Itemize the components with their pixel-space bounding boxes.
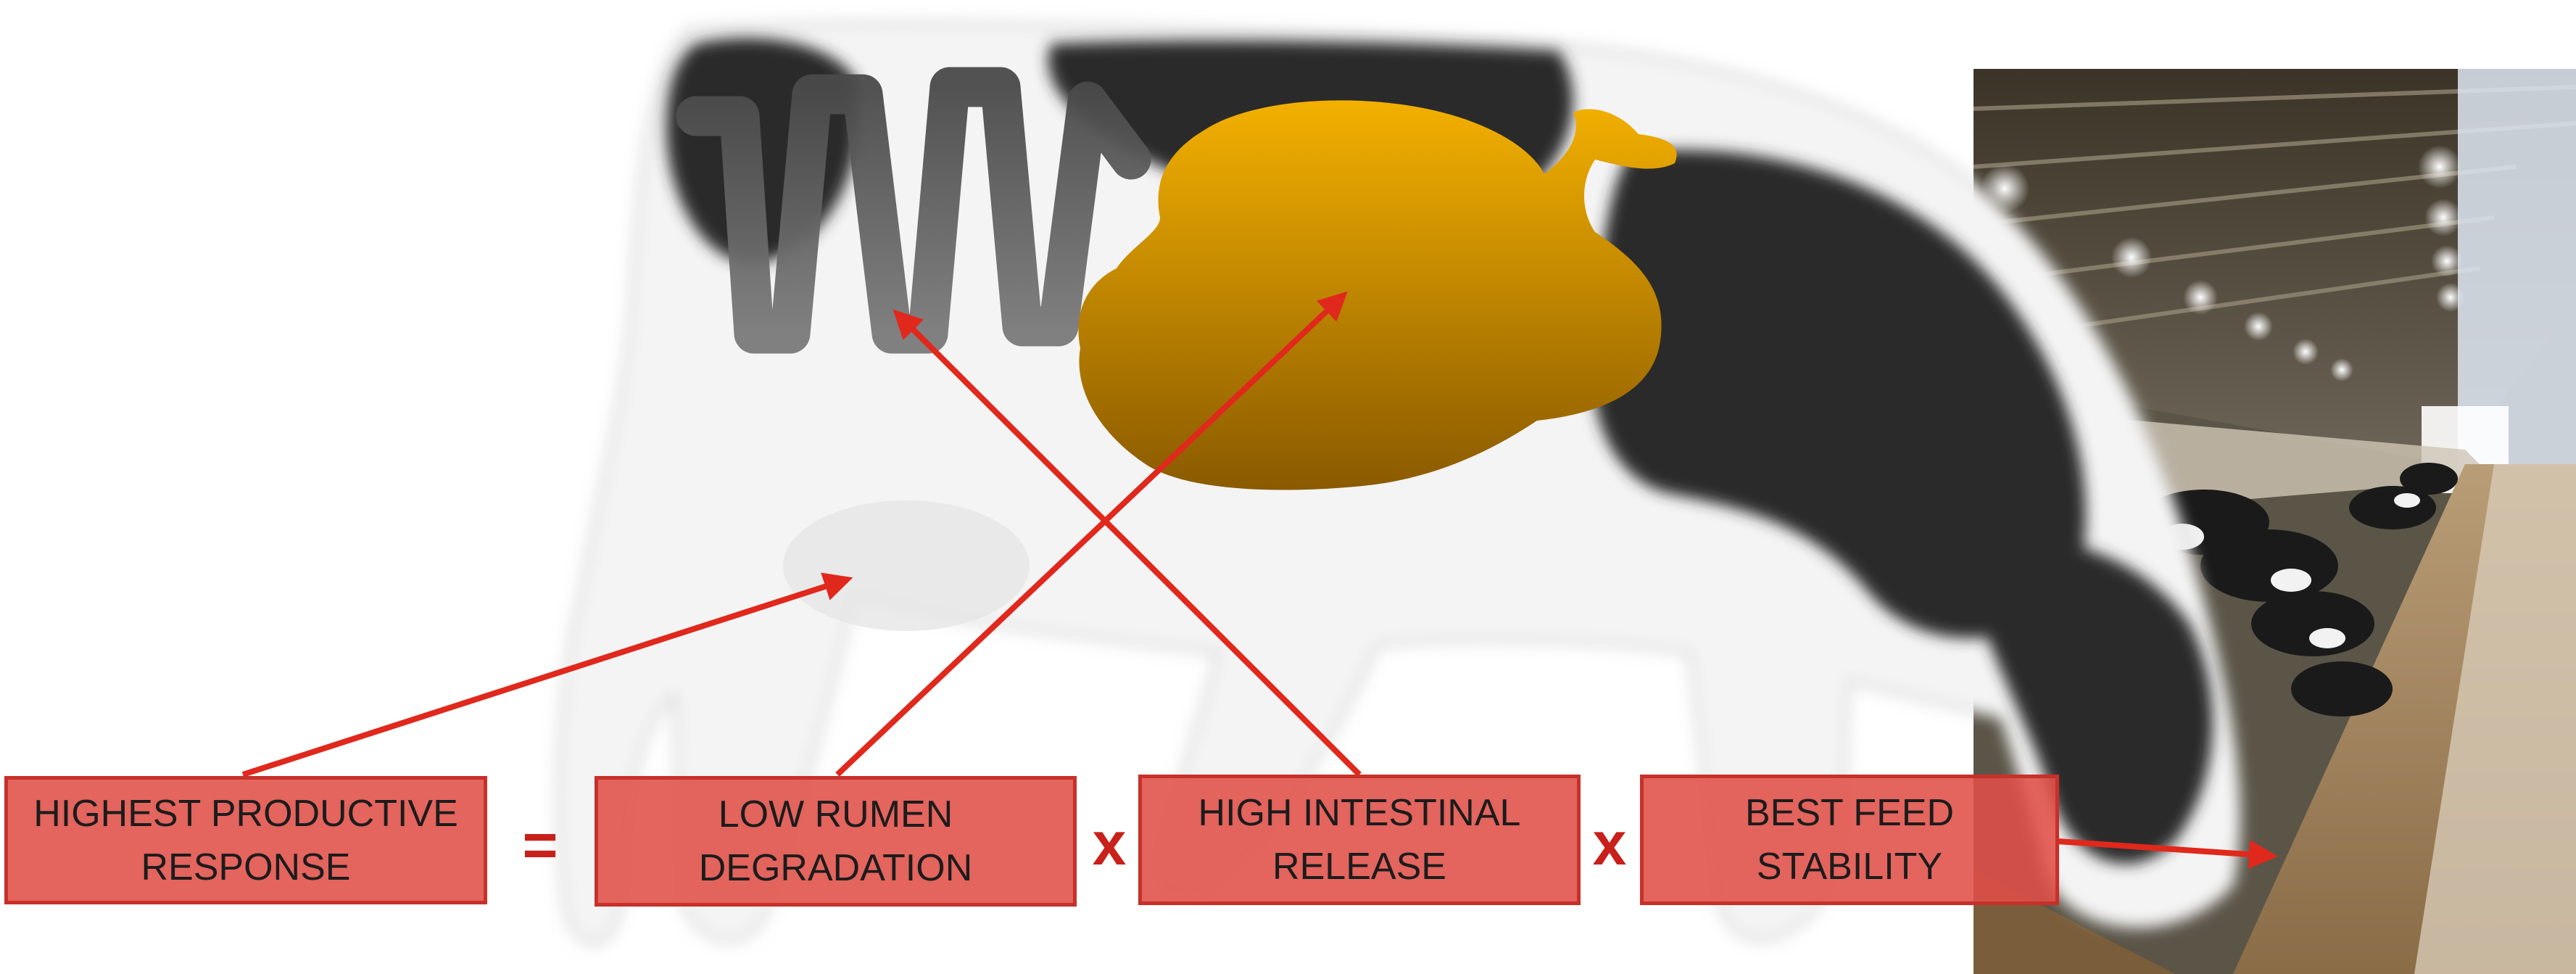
label-line: HIGH INTESTINAL — [1142, 786, 1577, 840]
label-line: LOW RUMEN — [598, 788, 1073, 841]
label-line: DEGRADATION — [598, 841, 1073, 895]
label-line: HIGHEST PRODUCTIVE — [8, 787, 484, 841]
label-best-feed-stability: BEST FEED STABILITY — [1640, 775, 2059, 905]
equals-operator: = — [508, 812, 573, 878]
label-line: RESPONSE — [8, 841, 484, 894]
label-line: STABILITY — [1644, 840, 2055, 893]
label-high-intestinal-release: HIGH INTESTINAL RELEASE — [1138, 775, 1581, 905]
label-low-rumen-degradation: LOW RUMEN DEGRADATION — [595, 776, 1077, 907]
label-line: RELEASE — [1142, 840, 1577, 893]
label-highest-productive-response: HIGHEST PRODUCTIVE RESPONSE — [4, 776, 487, 904]
times-operator-1: x — [1080, 811, 1138, 876]
times-operator-2: x — [1581, 811, 1639, 876]
label-line: BEST FEED — [1644, 786, 2055, 840]
